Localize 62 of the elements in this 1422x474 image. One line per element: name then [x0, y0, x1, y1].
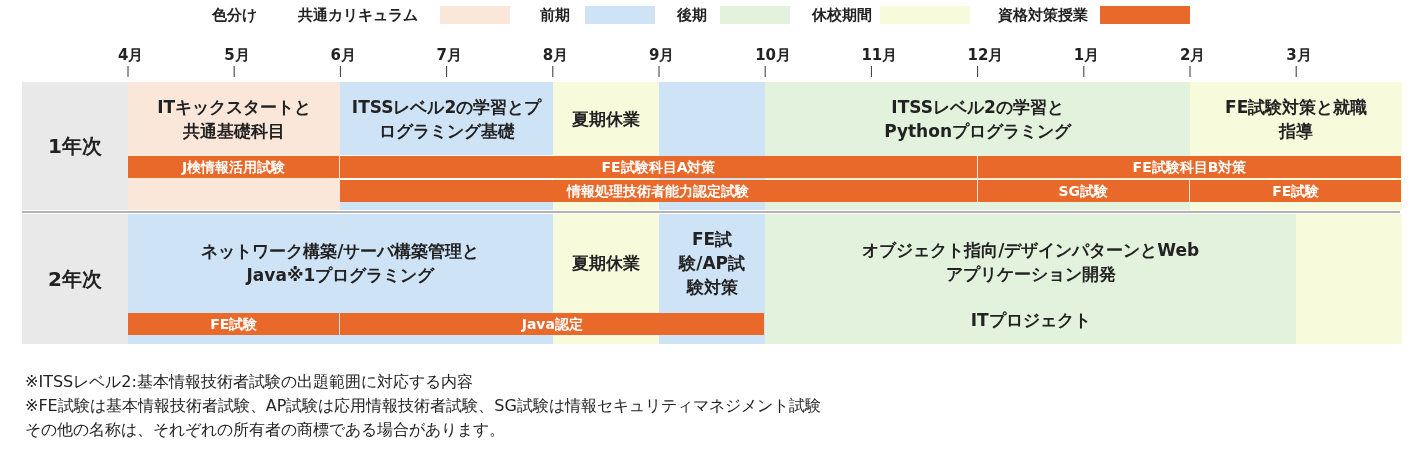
month-label: 1月	[1073, 46, 1100, 65]
legend-label: 資格対策授業	[998, 6, 1088, 25]
legend-label: 休校期間	[812, 6, 872, 25]
period-text: ITプロジェクト	[970, 309, 1091, 332]
month-label: 4月	[118, 46, 144, 65]
period-text: J検情報活用試験	[182, 158, 286, 177]
period-text: FE試験科目A対策	[601, 158, 716, 177]
exam-bar	[340, 180, 977, 202]
footnote: ※ITSSレベル2:基本情報技術者試験の出題範囲に対応する内容	[25, 372, 473, 393]
month-label: 11月	[861, 46, 898, 65]
month-label: 6月	[330, 46, 356, 65]
period-text: 2年次	[48, 267, 102, 291]
month-label: 3月	[1286, 46, 1312, 65]
period-text: 夏期休業	[571, 252, 640, 275]
period-box	[1190, 82, 1403, 155]
exam-bar	[1190, 180, 1402, 202]
legend-heading: 色分け	[212, 6, 257, 25]
legend-label: 前期	[540, 6, 570, 25]
period-text: ITキックスタートと共通基礎科目	[156, 95, 313, 143]
month-label: 12月	[967, 46, 1004, 65]
period-text: ITSSレベル2の学習とPythonプログラミング	[883, 95, 1073, 143]
month-label: 2月	[1180, 46, 1206, 65]
legend-label: 後期	[677, 6, 707, 25]
period-text: ネットワーク構築/サーバ構築管理とJava※1プログラミング	[200, 240, 481, 287]
exam-bar	[340, 313, 765, 335]
period-text: SG試験	[1058, 182, 1109, 201]
period-box	[552, 82, 659, 155]
month-label: 9月	[649, 46, 675, 65]
period-box	[552, 214, 659, 312]
period-text: 夏期休業	[571, 107, 640, 131]
period-text: Java認定	[521, 315, 583, 334]
period-box	[659, 82, 766, 155]
exam-bar	[977, 180, 1189, 202]
period-box	[128, 214, 553, 312]
period-text: FE試験対策と就職指導	[1224, 95, 1369, 143]
period-text: オブジェクト指向/デザインパターンとWebアプリケーション開発	[861, 239, 1201, 286]
period-text: FE試験	[1272, 182, 1320, 201]
period-text: FE試験/AP試験対策	[677, 228, 746, 299]
exam-bar	[340, 156, 977, 178]
period-box	[340, 82, 553, 155]
exam-bar	[128, 313, 340, 335]
period-text: FE試験科目B対策	[1132, 158, 1247, 177]
period-text: 情報処理技術者能力認定試験	[567, 182, 750, 201]
period-text: 1年次	[48, 134, 102, 158]
period-box	[659, 214, 766, 312]
footnote: その他の名称は、それぞれの所有者の商標である場合があります。	[25, 420, 505, 441]
year-label-cell	[22, 214, 128, 344]
period-text: ITSSレベル2の学習とプログラミング基礎	[350, 95, 543, 143]
period-text: FE試験	[210, 315, 258, 334]
exam-bar	[977, 156, 1402, 178]
month-label: 8月	[542, 46, 569, 65]
exam-bar	[128, 156, 340, 178]
month-label: 7月	[436, 46, 463, 65]
period-box	[128, 82, 341, 155]
period-box	[765, 214, 1297, 344]
year-label-cell	[22, 82, 128, 210]
period-box	[765, 82, 1190, 155]
period-box	[1296, 214, 1403, 344]
footnote: ※FE試験は基本情報技術者試験、AP試験は応用情報技術者試験、SG試験は情報セキュリティマネジメント試験	[25, 396, 821, 417]
legend-label: 共通カリキュラム	[298, 6, 418, 25]
month-label: 10月	[755, 46, 792, 65]
month-label: 5月	[224, 46, 250, 65]
